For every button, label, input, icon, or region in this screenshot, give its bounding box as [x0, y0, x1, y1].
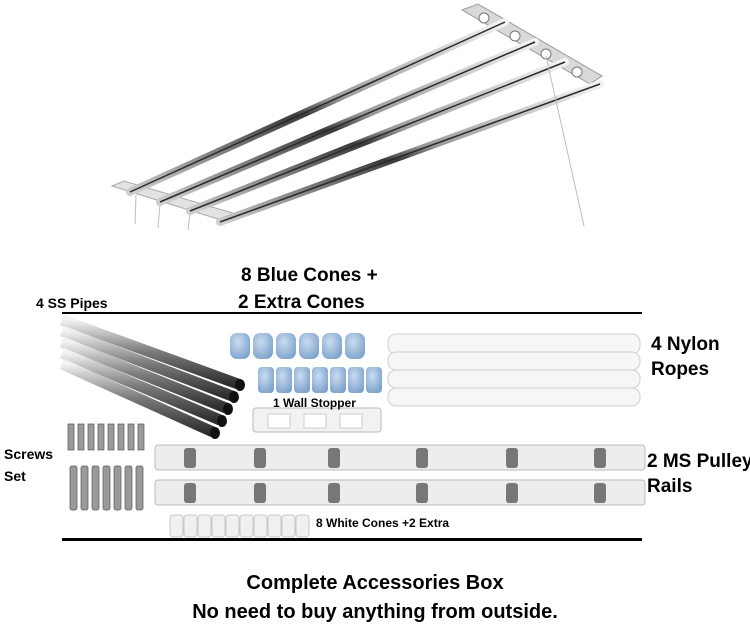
caption-line2: No need to buy anything from outside. — [192, 601, 558, 623]
white-cones — [169, 514, 310, 538]
top-divider — [62, 312, 642, 314]
pulley-rails-label-line2: Rails — [647, 476, 693, 497]
dryer-pipes — [126, 18, 604, 226]
blue-cones — [230, 333, 382, 393]
screws-set — [67, 423, 145, 511]
ss-pipes-bundle — [59, 314, 245, 439]
nylon-ropes-label-line1: 4 Nylon — [651, 334, 720, 355]
bottom-divider — [62, 538, 642, 541]
blue-cones-label-line2: 2 Extra Cones — [238, 292, 365, 313]
pulley-rails-label-line1: 2 MS Pulley — [647, 451, 750, 472]
wall-stopper — [252, 407, 382, 433]
screws-label-line1: Screws — [4, 446, 54, 462]
nylon-ropes-label-line2: Ropes — [651, 359, 710, 380]
cloth-dryer-assembly-illustration — [110, 3, 604, 231]
caption-line1: Complete Accessories Box — [246, 572, 504, 594]
nylon-ropes — [387, 333, 641, 407]
ms-pulley-rails — [154, 444, 646, 506]
ss-pipes-label: 4 SS Pipes — [36, 295, 108, 311]
blue-cones-label-line1: 8 Blue Cones + — [241, 265, 378, 286]
white-cones-label: 8 White Cones +2 Extra — [316, 516, 450, 530]
wall-stopper-label: 1 Wall Stopper — [273, 396, 356, 410]
pulley-ropes — [134, 55, 585, 231]
screws-label-line2: Set — [4, 468, 26, 484]
